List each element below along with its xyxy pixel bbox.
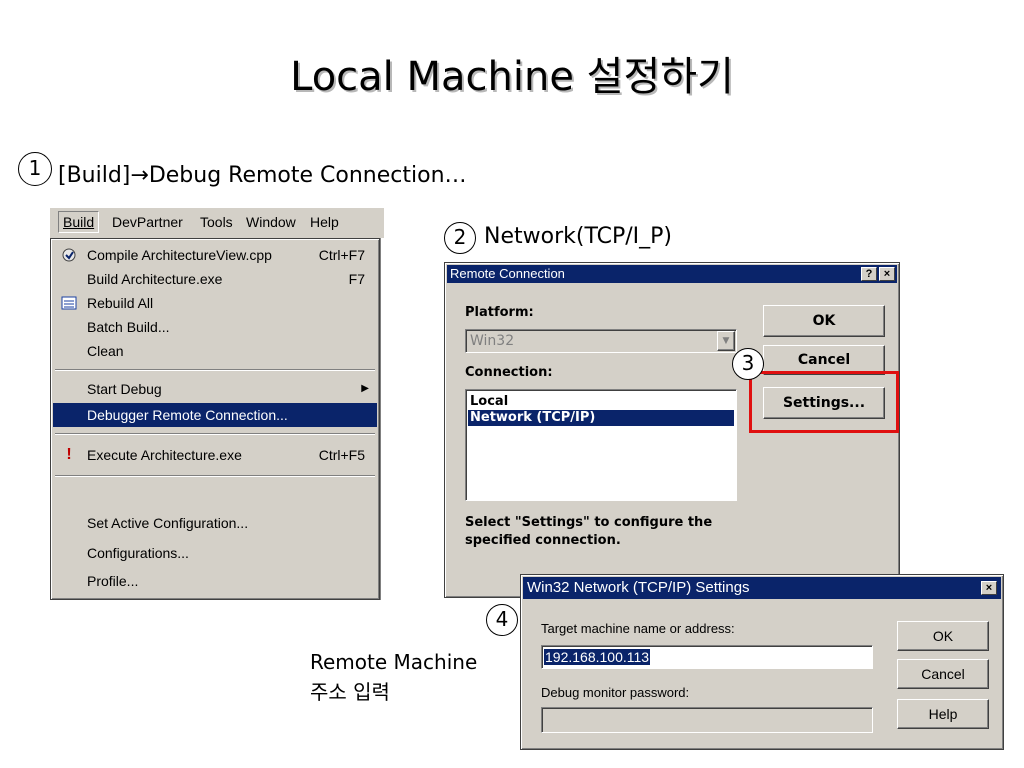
menu-separator (55, 433, 375, 435)
menu-item-build[interactable]: Build Architecture.exe F7 (87, 271, 365, 287)
side-note-line-2: 주소 입력 (310, 680, 390, 704)
target-address-input[interactable]: 192.168.100.113 (541, 645, 873, 669)
menu-item-configurations[interactable]: Configurations... (87, 545, 189, 561)
hint-line-2: specified connection. (465, 533, 621, 548)
menu-item-batch-build[interactable]: Batch Build... (87, 319, 170, 335)
connection-option-network[interactable]: Network (TCP/IP) (468, 410, 734, 426)
menu-item-execute[interactable]: ! Execute Architecture.exe Ctrl+F5 (53, 443, 377, 467)
menu-item-start-debug[interactable]: Start Debug ▶ (53, 377, 377, 401)
network-settings-dialog: Win32 Network (TCP/IP) Settings × Target… (520, 574, 1004, 750)
menubar: Build DevPartner Tools Window Help (50, 208, 384, 238)
remote-connection-titlebar: Remote Connection ? × (447, 265, 897, 283)
step-number-1: 1 (18, 152, 52, 186)
connection-listbox[interactable]: Local Network (TCP/IP) (465, 389, 737, 501)
network-ok-button[interactable]: OK (897, 621, 989, 651)
network-cancel-button[interactable]: Cancel (897, 659, 989, 689)
help-icon[interactable]: ? (861, 267, 877, 281)
network-help-button[interactable]: Help (897, 699, 989, 729)
step-number-2: 2 (444, 222, 476, 254)
network-settings-titlebar: Win32 Network (TCP/IP) Settings × (523, 577, 1001, 599)
chevron-down-icon: ▼ (717, 331, 735, 351)
connection-option-local[interactable]: Local (470, 394, 509, 409)
editor-fragment (380, 238, 386, 600)
target-label: Target machine name or address: (541, 621, 735, 636)
hint-line-1: Select "Settings" to configure the (465, 515, 713, 530)
menu-tools[interactable]: Tools (200, 214, 233, 230)
platform-select[interactable]: Win32 ▼ (465, 329, 737, 353)
slide-title: Local Machine 설정하기 (290, 54, 734, 100)
compile-icon (59, 243, 79, 270)
menu-item-set-active-configuration[interactable]: Set Active Configuration... (87, 515, 249, 531)
menu-item-debugger-remote-connection[interactable]: Debugger Remote Connection... (53, 403, 377, 427)
menu-build[interactable]: Build (58, 211, 100, 233)
step-number-4: 4 (486, 604, 518, 636)
connection-label: Connection: (465, 365, 553, 380)
step-1-caption: [Build]→Debug Remote Connection… (58, 163, 467, 188)
step-2-caption: Network(TCP/I_P) (484, 224, 672, 249)
menu-item-rebuild-all[interactable]: Rebuild All (53, 291, 377, 315)
menu-devpartner[interactable]: DevPartner (112, 214, 183, 230)
step-number-3: 3 (732, 348, 764, 380)
close-icon[interactable]: × (879, 267, 895, 281)
settings-highlight-box (749, 371, 899, 433)
menu-separator (55, 475, 375, 477)
menu-item-profile[interactable]: Profile... (87, 573, 139, 589)
menu-window[interactable]: Window (246, 214, 296, 230)
exclamation-icon: ! (66, 446, 72, 463)
menu-separator (55, 369, 375, 371)
password-input[interactable] (541, 707, 873, 733)
build-menu-dropdown: Compile ArchitectureView.cpp Ctrl+F7 Bui… (50, 238, 380, 600)
menu-help[interactable]: Help (310, 214, 339, 230)
menu-item-compile[interactable]: Compile ArchitectureView.cpp Ctrl+F7 (53, 243, 377, 267)
platform-label: Platform: (465, 305, 534, 320)
password-label: Debug monitor password: (541, 685, 690, 700)
side-note-line-1: Remote Machine (310, 650, 478, 674)
remote-connection-dialog: Remote Connection ? × Platform: Win32 ▼ … (444, 262, 900, 598)
submenu-arrow-icon: ▶ (361, 383, 369, 394)
rebuild-icon (59, 291, 79, 317)
settings-button[interactable]: Settings... (763, 387, 885, 419)
menu-item-clean[interactable]: Clean (87, 343, 124, 359)
ok-button[interactable]: OK (763, 305, 885, 337)
close-icon[interactable]: × (981, 581, 997, 595)
